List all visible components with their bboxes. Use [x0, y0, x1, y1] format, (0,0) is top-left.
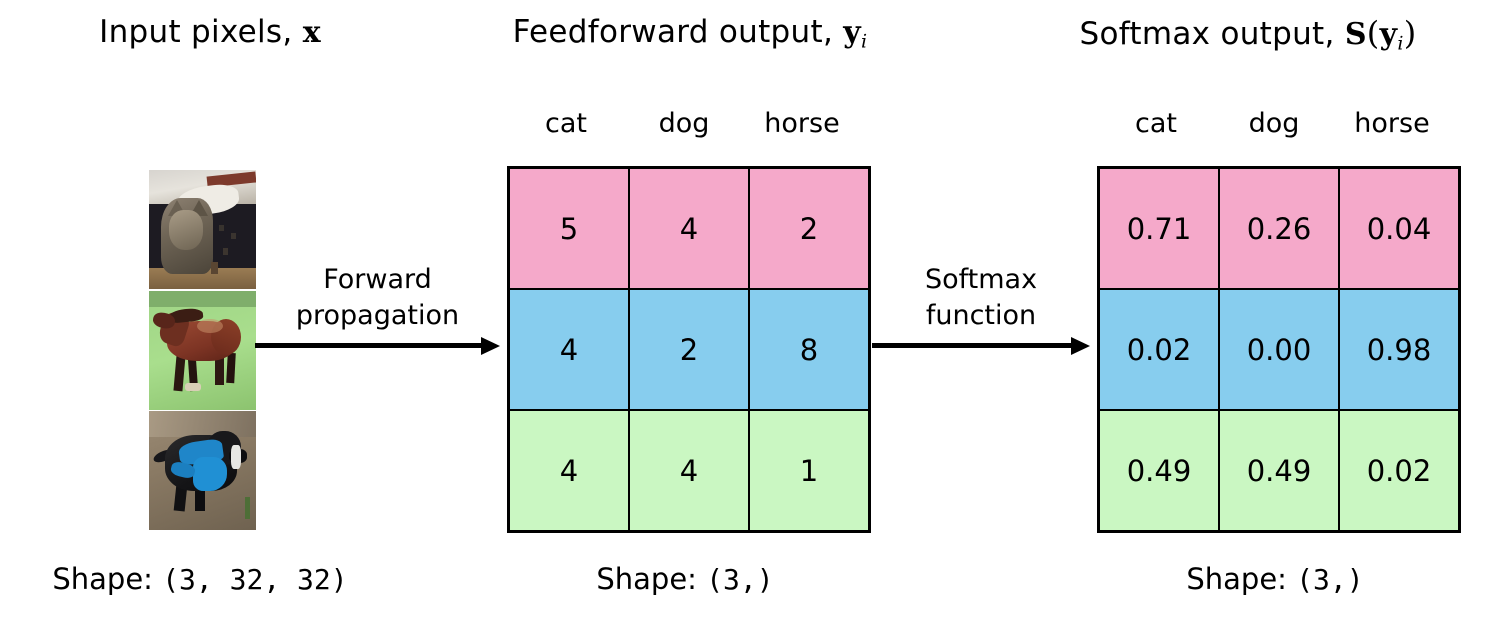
- forward-arrow-head: [481, 337, 500, 355]
- softmax-output-table: 0.71 0.26 0.04 0.02 0.00 0.98 0.49 0.49 …: [1097, 166, 1461, 533]
- table-row: 0.02 0.00 0.98: [1097, 288, 1461, 411]
- horse-grass-upper: [149, 291, 256, 307]
- softmax-title-symbol-y: y: [1379, 17, 1398, 52]
- dog-rocky-band: [149, 411, 256, 437]
- forward-propagation-label-line2: propagation: [295, 300, 460, 332]
- table-cell: 0.49: [1097, 409, 1220, 533]
- softmax-title-paren-close: ): [1403, 14, 1417, 52]
- softmax-shape-value: (3,): [1296, 563, 1364, 596]
- dog-green-foliage: [245, 497, 250, 519]
- table-cell: 4: [507, 288, 630, 411]
- table-cell: 0.04: [1338, 166, 1461, 290]
- table-cell: 4: [628, 166, 750, 290]
- forward-propagation-label-line1: Forward: [323, 264, 432, 296]
- input-shape-caption: Shape: (3, 32, 32): [0, 562, 400, 596]
- forward-propagation-arrow: Forward propagation: [255, 240, 500, 355]
- table-row: 5 4 2: [507, 166, 871, 290]
- table-cell: 4: [628, 409, 750, 533]
- cat-thumbnail: [149, 170, 256, 289]
- softmax-title-symbol-s: S: [1344, 17, 1367, 52]
- input-column-title: Input pixels, x: [0, 14, 420, 50]
- feedforward-shape-label: Shape:: [596, 562, 697, 596]
- softmax-header-horse: horse: [1354, 108, 1430, 139]
- table-cell: 0.49: [1218, 409, 1340, 533]
- horse-hoof: [185, 383, 201, 391]
- softmax-title-text: Softmax output,: [1079, 16, 1345, 52]
- feedforward-column-title: Feedforward output, yi: [420, 14, 960, 52]
- dog-thumbnail: [149, 411, 256, 530]
- table-row: 4 2 8: [507, 288, 871, 411]
- table-cell: 1: [748, 409, 871, 533]
- table-cell: 0.71: [1097, 166, 1220, 290]
- horse-highlight: [197, 319, 223, 333]
- horse-leg: [226, 352, 236, 384]
- table-cell: 2: [748, 166, 871, 290]
- table-cell: 0.98: [1338, 288, 1461, 411]
- table-cell: 4: [507, 409, 630, 533]
- feedforward-title-symbol-y: y: [843, 15, 861, 50]
- feedforward-header-horse: horse: [764, 108, 840, 139]
- softmax-title-subscript-i: i: [1397, 32, 1404, 55]
- softmax-function-label-line1: Softmax: [924, 264, 1038, 296]
- feedforward-header-cat: cat: [545, 108, 587, 139]
- softmax-arrow-line: [872, 343, 1073, 348]
- dog-leg: [195, 487, 205, 511]
- softmax-shape-label: Shape:: [1186, 562, 1287, 596]
- softmax-function-label-line2: function: [925, 300, 1037, 332]
- softmax-function-arrow: Softmax function: [872, 240, 1090, 355]
- softmax-column-title: Softmax output, S(yi): [1010, 14, 1486, 54]
- table-row: 4 4 1: [507, 409, 871, 533]
- cat-dark-speck: [211, 262, 218, 274]
- feedforward-header-dog: dog: [658, 108, 710, 139]
- input-shape-label: Shape:: [52, 562, 153, 596]
- input-shape-value: (3, 32, 32): [162, 563, 348, 596]
- cat-dark-speck: [219, 225, 224, 231]
- table-cell: 8: [748, 288, 871, 411]
- feedforward-shape-value: (3,): [706, 563, 774, 596]
- cat-face: [169, 210, 203, 250]
- forward-arrow-line: [255, 343, 483, 348]
- table-cell: 2: [628, 288, 750, 411]
- softmax-function-label: Softmax function: [925, 262, 1037, 334]
- feedforward-title-text: Feedforward output,: [512, 14, 844, 50]
- table-cell: 0.02: [1097, 288, 1220, 411]
- feedforward-output-table: 5 4 2 4 2 8 4 4 1: [507, 166, 871, 533]
- dog-white-patch: [231, 445, 241, 469]
- softmax-arrow-head: [1071, 337, 1090, 355]
- input-title-text: Input pixels,: [99, 14, 303, 50]
- cat-dark-speck: [223, 248, 228, 255]
- table-cell: 0.00: [1218, 288, 1340, 411]
- horse-leg: [215, 353, 224, 385]
- feedforward-title-subscript-i: i: [860, 30, 868, 53]
- table-row: 0.49 0.49 0.02: [1097, 409, 1461, 533]
- feedforward-shape-caption: Shape: (3,): [500, 562, 870, 596]
- table-cell: 0.26: [1218, 166, 1340, 290]
- softmax-header-dog: dog: [1248, 108, 1300, 139]
- softmax-title-paren-open: (: [1366, 14, 1380, 52]
- cat-dark-speck: [231, 233, 236, 239]
- horse-thumbnail: [149, 291, 256, 410]
- table-cell: 5: [507, 166, 630, 290]
- input-title-symbol-x: x: [302, 15, 321, 50]
- forward-propagation-label: Forward propagation: [296, 262, 459, 334]
- table-cell: 0.02: [1338, 409, 1461, 533]
- dog-blue-jacket: [193, 457, 227, 491]
- softmax-header-cat: cat: [1135, 108, 1177, 139]
- table-row: 0.71 0.26 0.04: [1097, 166, 1461, 290]
- softmax-shape-caption: Shape: (3,): [1090, 562, 1460, 596]
